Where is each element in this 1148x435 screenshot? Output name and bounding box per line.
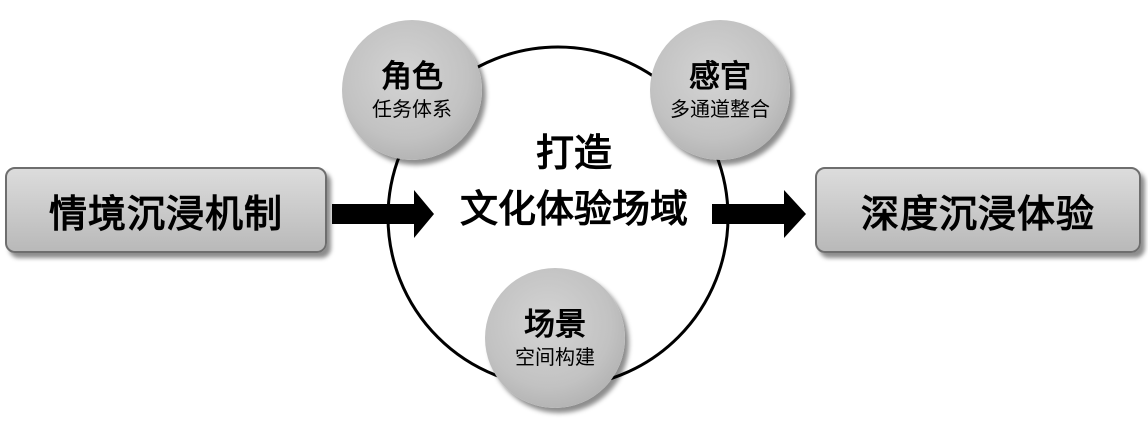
node-scene-subtitle: 空间构建 (515, 345, 595, 369)
node-senses-title: 感官 (689, 59, 751, 95)
node-senses-subtitle: 多通道整合 (670, 97, 770, 121)
node-senses: 感官 多通道整合 (650, 20, 790, 160)
node-scene: 场景 空间构建 (485, 268, 625, 408)
arrow-right (712, 190, 806, 238)
node-role-title: 角色 (381, 59, 443, 95)
arrow-left (332, 190, 434, 238)
source-box: 情境沉浸机制 (5, 167, 327, 253)
center-line-2: 文化体验场域 (459, 187, 688, 231)
center-line-1: 打造 (535, 131, 612, 175)
node-scene-title: 场景 (524, 307, 586, 343)
node-role: 角色 任务体系 (342, 20, 482, 160)
node-role-subtitle: 任务体系 (372, 97, 452, 121)
target-box-label: 深度沉浸体验 (860, 191, 1095, 236)
target-box: 深度沉浸体验 (815, 167, 1141, 253)
source-box-label: 情境沉浸机制 (48, 191, 283, 236)
